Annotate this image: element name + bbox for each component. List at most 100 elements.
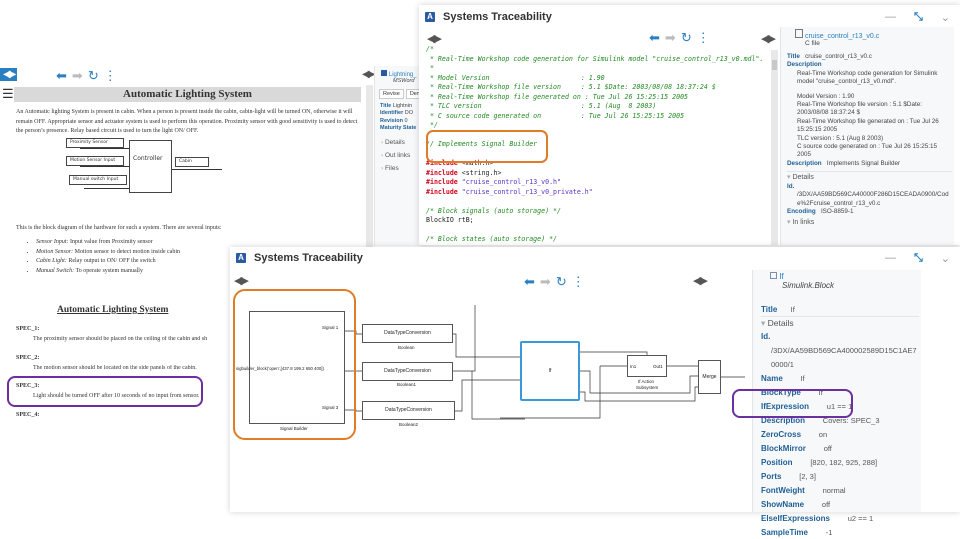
refresh-icon[interactable]: ↻ [87,68,99,83]
scrollbar-thumb[interactable] [772,60,777,70]
back-arrow-icon[interactable]: ⬅ [649,30,660,45]
subsystem-name: Subsystem [636,385,659,390]
minimize-icon[interactable]: — [884,252,896,264]
dtc-block[interactable]: DataTypeConversion [362,324,453,343]
diagram-input-manual: Manual switch Input [69,175,127,185]
more-menu-icon[interactable]: ⋮ [103,68,117,83]
signal-line [580,351,648,355]
spec-id: SPEC_3: [16,383,40,389]
restore-icon[interactable]: ⤡ [913,252,923,264]
back-arrow-icon[interactable]: ⬅ [524,274,535,289]
block-property-row: SampleTime -1 [761,528,833,537]
code-side-panel: cruise_control_r13_v0.c C file Title cru… [780,27,954,245]
if-block[interactable]: If [520,341,580,401]
restore-icon[interactable]: ⤡ [913,11,923,23]
panel-toggle-code-right[interactable]: ◀▶ [761,33,776,45]
back-arrow-icon[interactable]: ⬅ [56,68,67,83]
panel-toggle-model-right[interactable]: ◀▶ [693,275,708,287]
signal-builder-block[interactable] [249,311,345,424]
signal-line [345,409,362,412]
signal-line [580,370,698,394]
merge-block[interactable]: Merge [698,360,721,394]
code-editor[interactable]: /* * Real-Time Workshop code generation … [426,45,763,245]
signal-line [455,379,520,412]
dtc-block-name: Boolean1 [397,382,417,387]
inputs-list-item: Cabin Light: Relay output to ON/ OFF the… [36,257,180,267]
forward-arrow-icon[interactable]: ➡ [539,274,551,289]
doc-section-files[interactable]: › Files [381,165,399,172]
block-property-row: Name If [761,374,805,383]
code-line: /* Block states (auto storage) */ [426,235,558,243]
panel-toggle-doc-right[interactable]: ◀▶ [362,69,375,80]
signal-label: Signal 1 [322,325,339,330]
code-section-details[interactable]: ▾ Details [787,171,952,182]
code-line: // Implements Signal Builder [426,140,538,148]
inputs-list: Sensor Input: Input value from Proximity… [14,238,180,276]
refresh-icon[interactable]: ↻ [555,274,567,289]
panel-toggle-model-left[interactable]: ◀▶ [234,275,249,287]
block-property-row: Position [820, 182, 925, 288] [761,458,878,467]
chevron-down-icon[interactable]: ⌄ [940,253,950,265]
inputs-list-item: Sensor Input: Input value from Proximity… [36,238,180,248]
code-line: #include "cruise_control_r13_v0.h" [426,178,561,186]
block-section-details[interactable]: ▾ Details [761,316,919,329]
dtc-block[interactable]: DataTypeConversion [362,362,453,381]
dtc-block-name: Boolean [398,345,415,350]
code-line: * [426,64,434,72]
block-property-row: Description Covers: SPEC_3 [761,416,880,425]
refresh-icon[interactable]: ↻ [680,30,692,45]
code-line: /* [426,45,434,53]
signal-builder-name: Signal Builder [280,426,308,431]
forward-arrow-icon[interactable]: ➡ [664,30,676,45]
spec3-highlight [7,376,203,407]
doc-item-type: MSWord [393,78,415,84]
doc-section-details[interactable]: › Details [381,139,405,146]
chevron-down-icon[interactable]: ⌄ [940,12,950,24]
doc-nav-toolbar: ⬅ ➡ ↻ ⋮ [56,68,117,84]
doc-section-outlinks[interactable]: › Out links [381,152,411,159]
diagram-line [84,188,129,189]
code-line: #include <math.h> [426,159,494,167]
code-line: */ [426,121,438,129]
spec-text: The motion sensor should be located on t… [33,365,197,371]
signal-line [580,386,698,402]
signal-label: Signal 3 [322,405,339,410]
doc-item-name[interactable]: Lightning_ [388,72,417,78]
code-line: * Real-Time Workshop file version : 5.1 … [426,83,716,91]
signal-line [500,366,601,419]
panel-toggle-code-left[interactable]: ◀▶ [427,33,442,45]
signal-builder-inner-text: sigbuilder_block('open',[437.8 199.2 650… [236,366,324,371]
forward-arrow-icon[interactable]: ➡ [71,68,83,83]
table-of-contents-icon[interactable]: ☰ [2,86,14,101]
code-line: * C source code generated on : Tue Jul 2… [426,111,685,120]
document-intro: An Automatic lighting System is present … [16,109,358,134]
app-logo-icon: A [236,253,246,263]
subsystem-in-port: In1 [630,364,637,369]
code-section-inlinks[interactable]: ▾ In links [787,219,815,227]
signal-lines [345,305,745,420]
more-menu-icon[interactable]: ⋮ [696,30,710,45]
c-file-icon [795,29,803,38]
if-action-subsystem-block[interactable] [627,355,667,377]
block-item-name[interactable]: If [779,272,784,281]
spec-id: SPEC_4: [16,412,40,418]
more-menu-icon[interactable]: ⋮ [571,274,585,289]
code-window-titlebar: A Systems Traceability [419,5,960,29]
revise-button[interactable]: Revise [379,89,404,99]
code-scrollbar[interactable] [771,50,778,245]
dtc-block[interactable]: DataTypeConversion [362,401,455,420]
code-line: #include <string.h> [426,168,502,177]
block-item-header: If Simulink.Block [770,272,834,290]
word-doc-icon [381,70,387,76]
spec-id: SPEC_1: [16,326,40,332]
block-properties: Title If ▾ Details Id./3DX/AA59BD569CA40… [761,302,919,539]
inputs-list-item: Manual Switch: To operate system manuall… [36,267,180,277]
minimize-icon[interactable]: — [884,11,896,23]
block-item-type: Simulink.Block [782,281,835,290]
doc-scrollbar[interactable] [366,85,373,255]
code-window-title: Systems Traceability [443,11,552,23]
panel-toggle-left[interactable]: ◀▶ [0,68,18,81]
code-file-name[interactable]: cruise_control_r13_v0.c [804,33,880,40]
dtc-block-name: Boolean2 [399,422,419,427]
block-property-row: IfExpression u1 == 1 [761,402,853,411]
